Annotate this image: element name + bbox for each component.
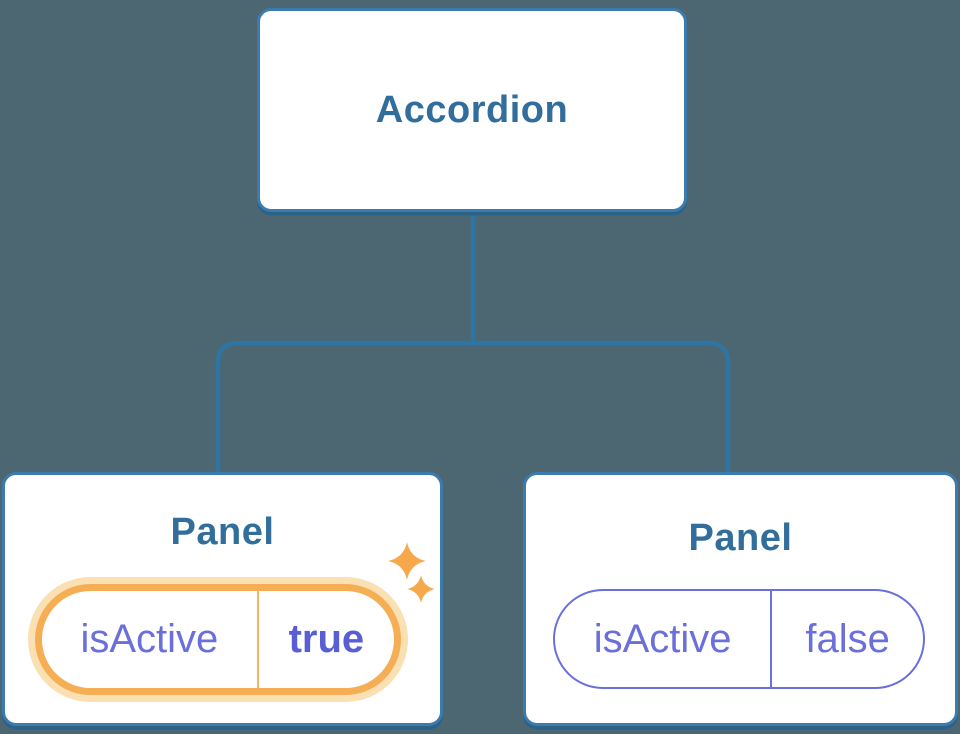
state-name: isActive (593, 616, 732, 661)
state-value-cell: true (259, 591, 394, 688)
accordion-node: Accordion (257, 8, 687, 212)
panel-node-inactive: Panel isActive false (523, 472, 958, 726)
panel-label: Panel (170, 511, 275, 553)
state-pill-inactive: isActive false (553, 589, 925, 689)
state-value: true (288, 617, 365, 661)
state-name-cell: isActive (42, 591, 259, 688)
state-value-cell: false (772, 591, 923, 687)
panel-label: Panel (688, 517, 793, 559)
state-value: false (805, 616, 890, 661)
accordion-label: Accordion (375, 88, 569, 131)
sparkle-icon (407, 575, 435, 603)
state-name: isActive (80, 617, 219, 661)
panel-node-active: Panel isActive true (2, 472, 443, 726)
state-name-cell: isActive (555, 591, 773, 687)
state-pill-active: isActive true (35, 584, 401, 695)
sparkle-icon (388, 542, 426, 580)
